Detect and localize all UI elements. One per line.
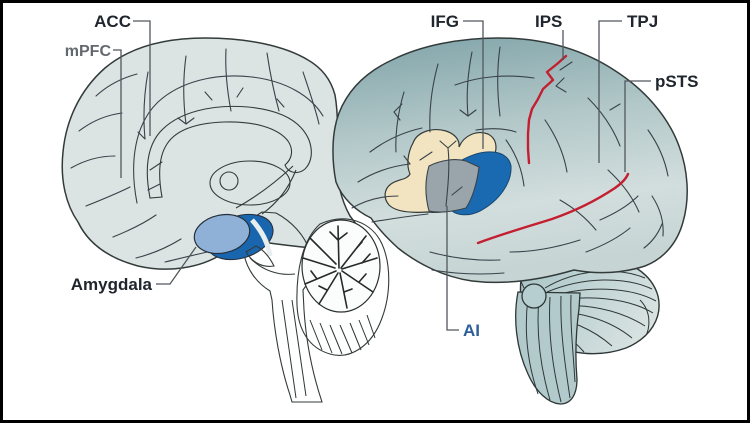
amygdala-leader-line [156, 246, 197, 285]
interthalamic-adhesion [219, 171, 239, 191]
acc-leader-line [133, 20, 151, 136]
psts-leader-line [624, 80, 651, 172]
amygdala-label: Amygdala [71, 275, 153, 294]
cerebellum-stripes [309, 314, 376, 355]
fornix-line [235, 165, 294, 209]
ai-leader-line [446, 206, 459, 331]
cerebellum-blob [296, 218, 390, 356]
ips-sulcus-line [526, 54, 568, 165]
arbor-branches [302, 225, 378, 309]
ifg-label: IFG [431, 12, 459, 31]
hippocampus-wedge [245, 245, 275, 267]
amygdala-highlight [193, 213, 275, 267]
tpj-label: TPJ [627, 12, 658, 31]
ai-region [425, 159, 480, 213]
medulla-line-2 [291, 299, 307, 397]
amygdala-light-region [193, 213, 251, 255]
medial-cerebellum [296, 218, 390, 356]
lateral-brainstem-stripes [525, 294, 576, 403]
acc-label: ACC [94, 12, 131, 31]
lateral-gyri [351, 46, 669, 275]
psts-label: pSTS [655, 72, 698, 91]
psts-sulcus-line [476, 172, 630, 245]
optic-tract-band [250, 218, 273, 257]
ifg-leader-line [463, 20, 484, 149]
labels: ACC mPFC Amygdala IFG IPS TPJ pSTS AI [65, 12, 699, 340]
medial-gyri [70, 48, 324, 263]
tpj-leader-line [598, 20, 622, 163]
splenium-midbrain-line [261, 169, 297, 215]
arbor-vitae [301, 219, 381, 313]
ips-label: IPS [535, 12, 562, 31]
ai-label: AI [463, 321, 480, 340]
mpfc-leader-line [113, 49, 122, 178]
medulla-line-1 [281, 299, 297, 399]
flocculus-node [521, 283, 547, 309]
lateral-brainstem [515, 291, 581, 405]
mpfc-label: mPFC [65, 43, 112, 60]
